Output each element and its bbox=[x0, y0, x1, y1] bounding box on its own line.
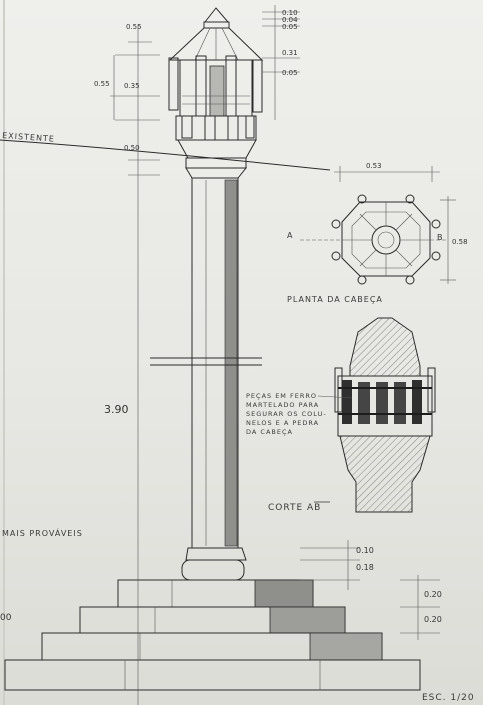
base-dimensions bbox=[300, 540, 440, 640]
dim-035: 0.35 bbox=[124, 82, 140, 90]
note-line-4: NELOS E A PEDRA bbox=[246, 419, 319, 427]
section-mark-b: B bbox=[437, 233, 444, 242]
left-dimensions bbox=[110, 25, 160, 705]
dim-top-005: 0.05 bbox=[282, 23, 298, 31]
note-line-2: MARTELADO PARA bbox=[246, 401, 319, 409]
note-line-3: SEGURAR OS COLU- bbox=[246, 410, 327, 418]
dim-base-010: 0.10 bbox=[356, 546, 374, 555]
dim-top-010: 0.10 bbox=[282, 9, 298, 17]
dim-total-height: 3.90 bbox=[104, 403, 129, 416]
dim-005: 0.05 bbox=[282, 69, 298, 77]
note-line-5: DA CABEÇA bbox=[246, 428, 293, 436]
dim-step-020-a: 0.20 bbox=[424, 590, 442, 599]
dim-plan-width: 0.53 bbox=[366, 162, 382, 170]
top-right-dimensions bbox=[262, 5, 300, 120]
note-line-1: PEÇAS EM FERRO bbox=[246, 392, 317, 400]
existente-label: EXISTENTE bbox=[2, 131, 55, 144]
plan-title: PLANTA DA CABEÇA bbox=[287, 295, 383, 304]
dim-step-020-b: 0.20 bbox=[424, 615, 442, 624]
mais-provaveis-label: MAIS PROVÁVEIS bbox=[2, 527, 83, 538]
dim-050: 0.50 bbox=[124, 144, 140, 152]
existing-ground-line bbox=[0, 139, 331, 171]
dim-031: 0.31 bbox=[282, 49, 298, 57]
dim-plan-height: 0.58 bbox=[452, 238, 468, 246]
dim-top-004: 0.04 bbox=[282, 16, 298, 24]
lantern-head bbox=[168, 7, 264, 179]
section-title: CORTE AB bbox=[268, 503, 321, 513]
dim-base-018: 0.18 bbox=[356, 563, 374, 572]
dimension-labels: 0.10 0.04 0.05 0.31 0.05 0.55 0.55 0.35 … bbox=[0, 9, 468, 624]
section-ab-view bbox=[334, 317, 436, 513]
dim-left-edge: 00 bbox=[0, 613, 12, 623]
dim-055-top: 0.55 bbox=[126, 23, 142, 31]
stepped-base bbox=[4, 579, 421, 691]
note-leader bbox=[317, 395, 353, 399]
text-labels: EXISTENTE PLANTA DA CABEÇA A B CORTE AB … bbox=[2, 131, 475, 703]
column-shaft bbox=[150, 177, 262, 581]
head-plan-view bbox=[300, 166, 456, 285]
dim-055-left: 0.55 bbox=[94, 80, 110, 88]
scale-label: ESC. 1/20 bbox=[422, 693, 475, 703]
section-mark-a: A bbox=[287, 231, 293, 240]
